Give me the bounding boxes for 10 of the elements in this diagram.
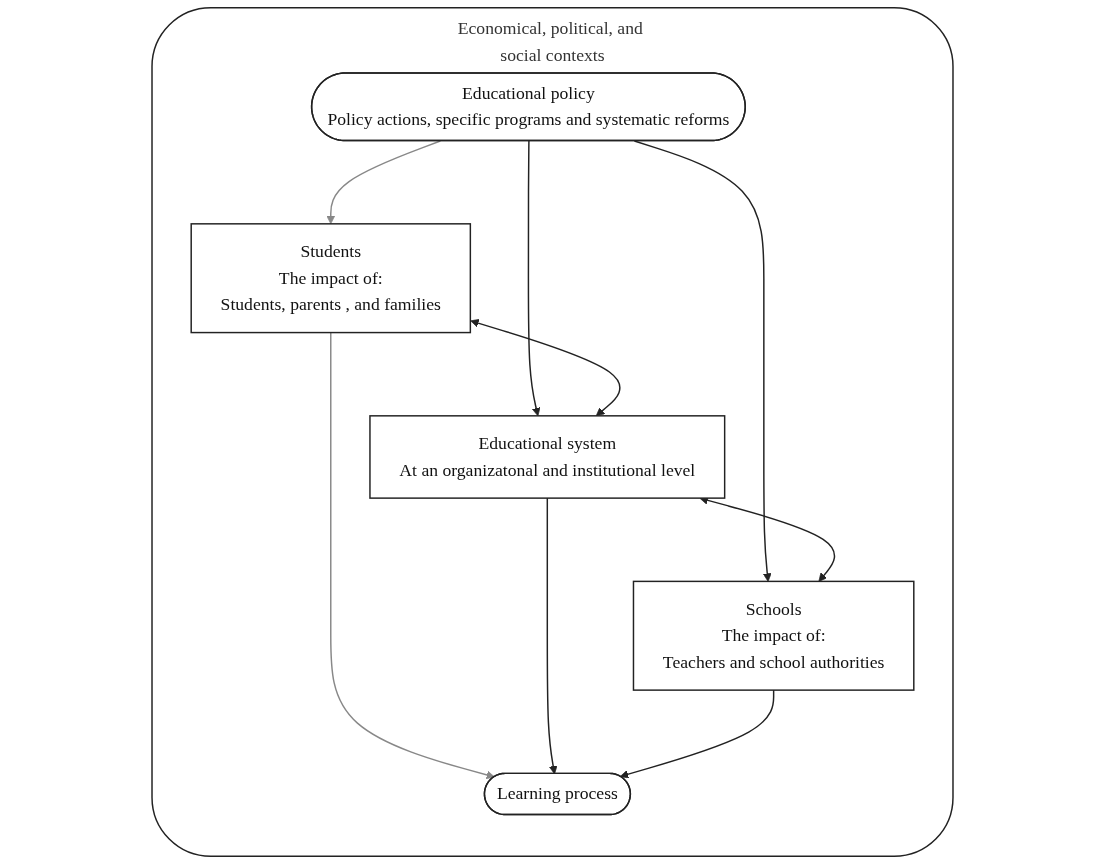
arrow [619,689,775,779]
node-box: Educational system At an organizatonal and institutional level [369,415,726,499]
arrow [633,140,772,582]
arrow [546,497,558,775]
arrow [326,140,442,225]
node-box: Students The impact of: Students, parents , and families [190,223,472,334]
arrow [527,140,541,417]
node-box: Schools The impact of: Teachers and school authorities [632,580,915,691]
arrow [470,319,621,417]
arrow [330,331,495,780]
